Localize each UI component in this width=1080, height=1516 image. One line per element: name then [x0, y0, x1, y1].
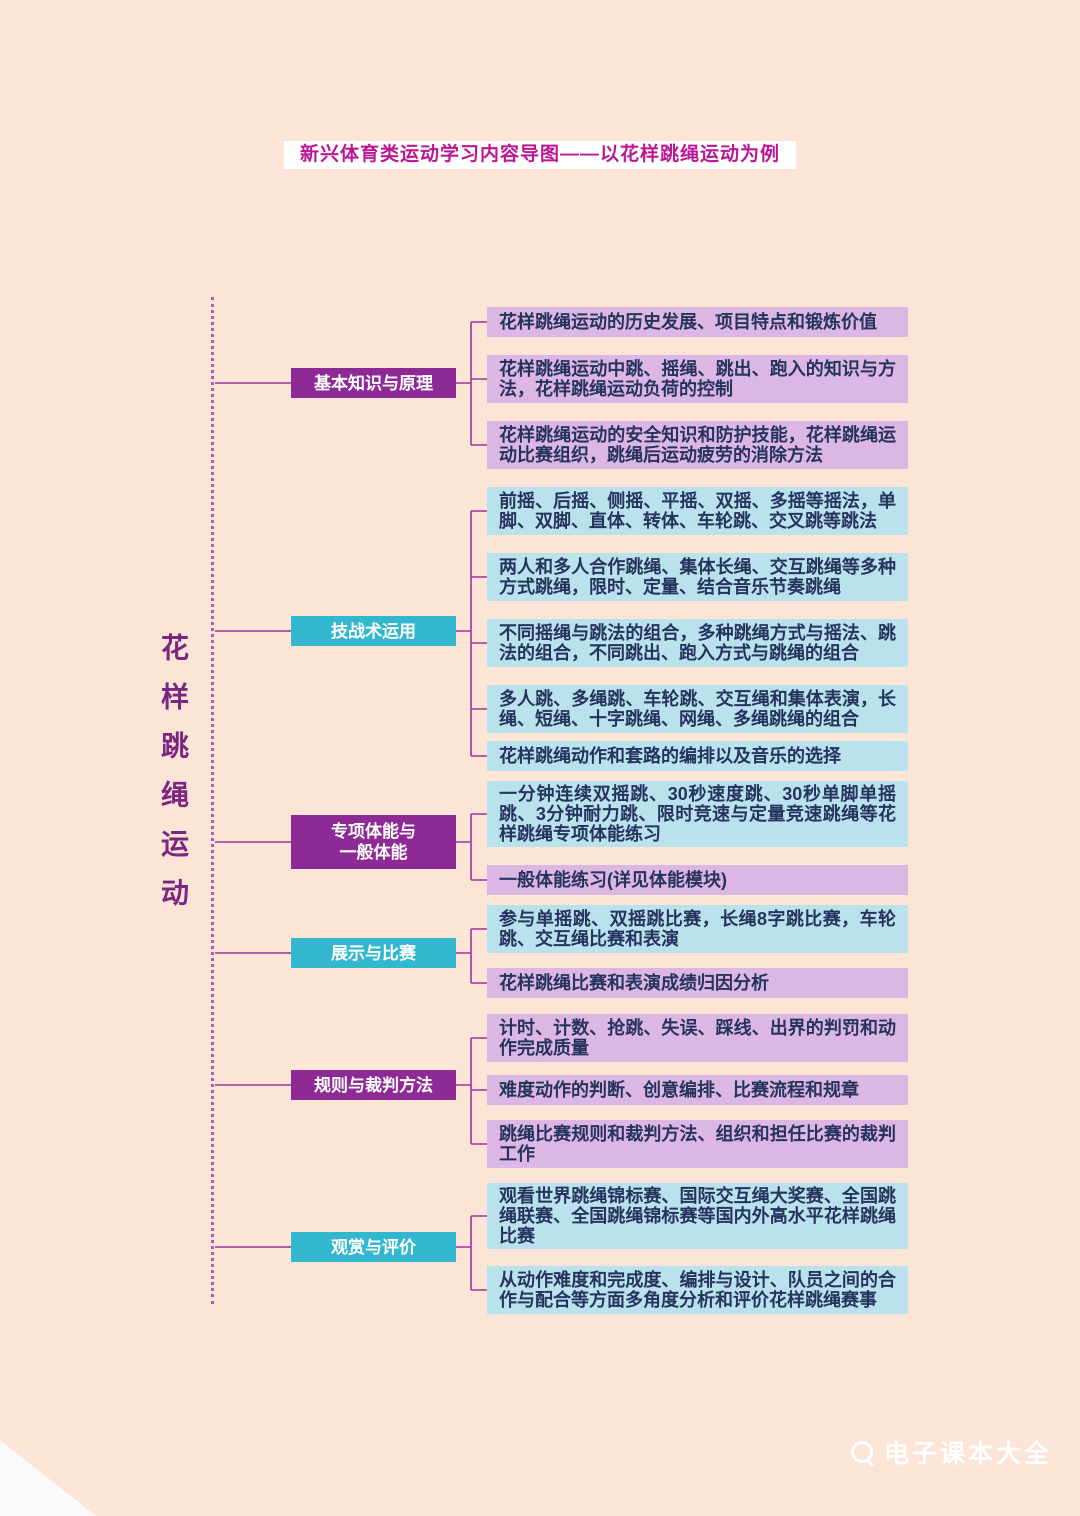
leaf-node: 花样跳绳运动的安全知识和防护技能，花样跳绳运动比赛组织，跳绳后运动疲劳的消除方法 — [487, 421, 908, 469]
leaf-node: 跳绳比赛规则和裁判方法、组织和担任比赛的裁判工作 — [487, 1120, 908, 1168]
leaf-node: 前摇、后摇、侧摇、平摇、双摇、多摇等摇法，单脚、双脚、直体、转体、车轮跳、交叉跳… — [487, 487, 908, 535]
leaf-node: 花样跳绳动作和套路的编排以及音乐的选择 — [487, 741, 908, 771]
leaf-node: 从动作难度和完成度、编排与设计、队员之间的合作与配合等方面多角度分析和评价花样跳… — [487, 1266, 908, 1314]
watermark: 电子课本大全 — [850, 1434, 1052, 1470]
branch-node-show-and-compete: 展示与比赛 — [291, 938, 456, 968]
leaf-node: 多人跳、多绳跳、车轮跳、交互绳和集体表演，长绳、短绳、十字跳绳、网绳、多绳跳绳的… — [487, 685, 908, 733]
leaf-node: 难度动作的判断、创意编排、比赛流程和规章 — [487, 1075, 908, 1105]
branch-node-tactics: 技战术运用 — [291, 616, 456, 646]
watermark-logo-icon — [850, 1440, 874, 1464]
branch-node-fitness: 专项体能与 一般体能 — [291, 815, 456, 869]
leaf-node: 不同摇绳与跳法的组合，多种跳绳方式与摇法、跳法的组合，不同跳出、跑入方式与跳绳的… — [487, 619, 908, 667]
leaf-node: 观看世界跳绳锦标赛、国际交互绳大奖赛、全国跳绳联赛、全国跳绳锦标赛等国内外高水平… — [487, 1183, 908, 1249]
leaf-node: 花样跳绳比赛和表演成绩归因分析 — [487, 968, 908, 998]
page-title: 新兴体育类运动学习内容导图——以花样跳绳运动为例 — [283, 141, 797, 169]
spine-dotted-line — [211, 297, 214, 1304]
root-topic-label: 花样跳绳运动 — [158, 633, 189, 927]
leaf-node: 两人和多人合作跳绳、集体长绳、交互跳绳等多种方式跳绳，限时、定量、结合音乐节奏跳… — [487, 553, 908, 601]
leaf-node: 参与单摇跳、双摇跳比赛，长绳8字跳比赛，车轮跳、交互绳比赛和表演 — [487, 905, 908, 953]
page-corner-decoration — [0, 1440, 96, 1516]
leaf-node: 花样跳绳运动的历史发展、项目特点和锻炼价值 — [487, 307, 908, 337]
leaf-node: 计时、计数、抢跳、失误、踩线、出界的判罚和动作完成质量 — [487, 1014, 908, 1062]
branch-node-basic-knowledge: 基本知识与原理 — [291, 368, 456, 398]
branch-node-appreciation-evaluation: 观赏与评价 — [291, 1232, 456, 1262]
leaf-node: 一分钟连续双摇跳、30秒速度跳、30秒单脚单摇跳、3分钟耐力跳、限时竞速与定量竞… — [487, 781, 908, 847]
watermark-text: 电子课本大全 — [883, 1440, 1052, 1468]
leaf-node: 花样跳绳运动中跳、摇绳、跳出、跑入的知识与方法，花样跳绳运动负荷的控制 — [487, 355, 908, 403]
branch-node-rules-refereeing: 规则与裁判方法 — [291, 1070, 456, 1100]
leaf-node: 一般体能练习(详见体能模块) — [487, 865, 908, 895]
